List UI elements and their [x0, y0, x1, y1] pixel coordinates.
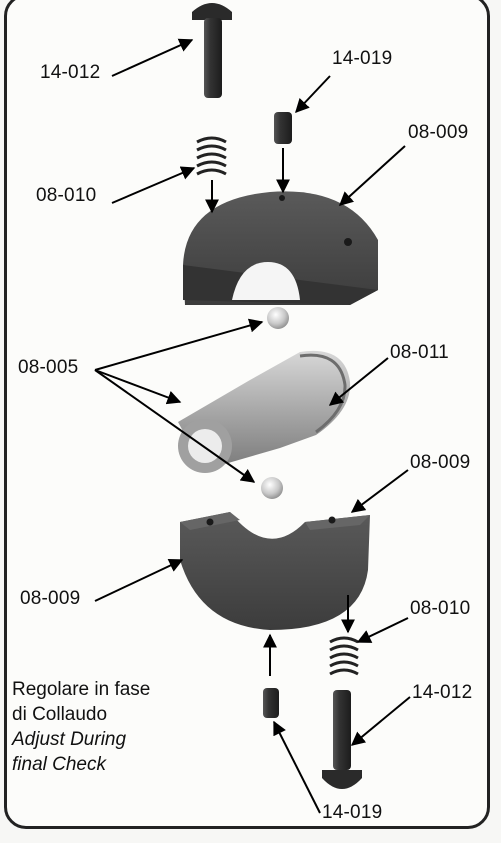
label-shaft: 08-011	[390, 342, 449, 363]
bottom-pin	[322, 690, 362, 789]
note-line-english-2: final Check	[12, 754, 106, 775]
label-bottom-spring: 08-010	[410, 598, 471, 619]
note-line-italian-2: di Collaudo	[12, 704, 108, 725]
bottom-spring	[329, 636, 359, 676]
lower-ball	[261, 477, 283, 499]
label-top-pin: 14-012	[40, 62, 101, 83]
top-set-screw	[274, 112, 292, 144]
top-housing	[183, 191, 378, 305]
shaft	[178, 350, 351, 473]
label-top-spring: 08-010	[36, 185, 97, 206]
top-spring	[196, 136, 227, 176]
label-bottom-pin: 14-012	[412, 682, 473, 703]
note-line-italian-1: Regolare in fase	[12, 679, 151, 700]
top-pin	[192, 3, 232, 98]
label-lower-housing-right: 08-009	[410, 452, 471, 473]
label-lower-housing-left: 08-009	[20, 588, 81, 609]
label-balls: 08-005	[18, 357, 79, 378]
adjustment-note: Regolare in fase di Collaudo Adjust Duri…	[12, 677, 150, 777]
bottom-set-screw	[263, 688, 279, 718]
label-top-housing: 08-009	[408, 122, 469, 143]
upper-ball	[267, 307, 289, 329]
note-line-english-1: Adjust During	[12, 729, 127, 750]
lower-housing	[180, 512, 370, 630]
leader-lines	[94, 38, 411, 814]
label-top-set-screw: 14-019	[332, 48, 393, 69]
label-bottom-set-screw: 14-019	[322, 802, 383, 823]
